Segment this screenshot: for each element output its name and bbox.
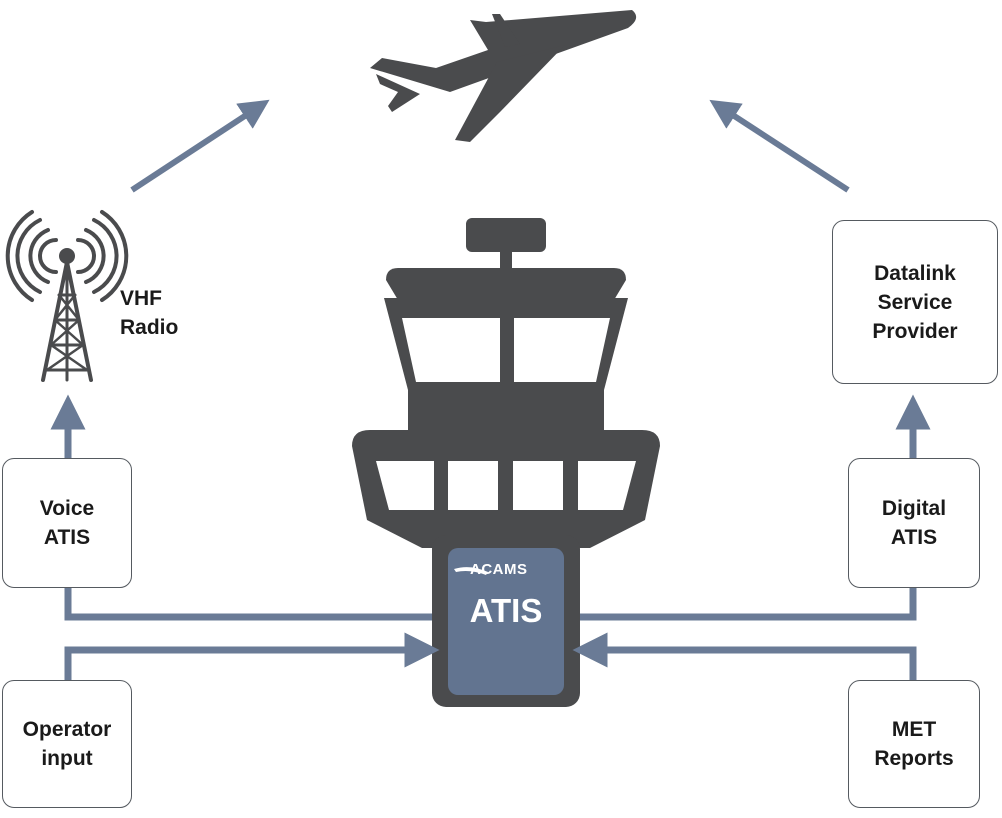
- acams-brand-label: ACAMS: [470, 561, 528, 578]
- datalink-provider-label: Datalink Service Provider: [872, 261, 958, 343]
- airplane-icon: [370, 10, 637, 142]
- arrow-operator-to-atis: [64, 632, 440, 680]
- voice-atis-label: Voice ATIS: [39, 497, 95, 549]
- acams-logo-icon: [454, 567, 488, 575]
- atis-panel: [448, 548, 564, 695]
- arrow-datalink-to-aircraft: [709, 99, 850, 193]
- voice-atis-box: Voice ATIS: [2, 458, 132, 588]
- atis-label: ATIS: [469, 592, 543, 629]
- operator-input-box: Operator input: [2, 680, 132, 808]
- antenna-tip: [59, 248, 75, 264]
- datalink-provider-box: Datalink Service Provider: [832, 220, 998, 384]
- digital-atis-label: Digital ATIS: [881, 497, 947, 549]
- radio-antenna-icon: [5, 210, 129, 382]
- arrow-radio-to-aircraft: [130, 99, 270, 193]
- operator-input-label: Operator input: [22, 718, 112, 770]
- digital-atis-box: Digital ATIS: [848, 458, 980, 588]
- arrow-met-to-atis: [572, 632, 917, 680]
- connector-atis-to-voice: [64, 588, 432, 621]
- vhf-radio-label: VHF Radio: [120, 287, 179, 339]
- connector-atis-to-digital: [580, 588, 917, 621]
- met-reports-label: MET Reports: [874, 718, 954, 770]
- met-reports-box: MET Reports: [848, 680, 980, 808]
